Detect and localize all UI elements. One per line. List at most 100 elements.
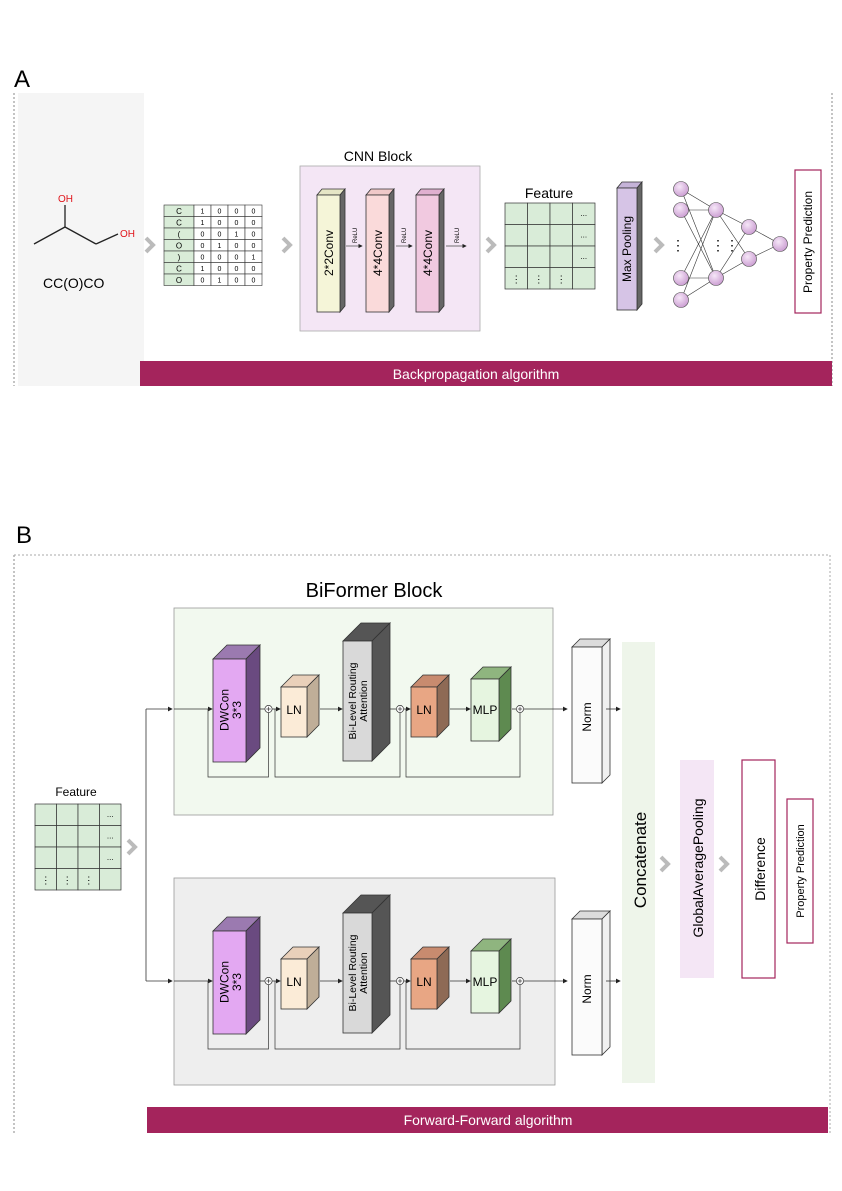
mlp-label: MLP <box>473 975 498 989</box>
molecule-panel <box>18 93 144 386</box>
feature-ellipsis: ... <box>107 810 114 819</box>
nn-edge <box>715 209 750 260</box>
onehot-bit: 0 <box>201 243 205 250</box>
neural-network <box>673 181 788 308</box>
feature-vellipsis: ⋮ <box>84 875 94 886</box>
add-icon <box>516 705 524 713</box>
conv-layer-2-label: 4*4Conv <box>371 230 385 276</box>
nn-node <box>708 270 724 286</box>
chevron-right-icon <box>126 838 138 856</box>
onehot-bit: 1 <box>252 255 256 262</box>
feature-cell <box>527 224 551 247</box>
onehot-bit: 1 <box>201 209 205 216</box>
feature-vellipsis: ⋮ <box>62 875 72 886</box>
onehot-bit: 0 <box>218 266 222 273</box>
nn-node <box>772 236 788 252</box>
onehot-bit: 1 <box>201 266 205 273</box>
attention-layer <box>342 622 391 762</box>
nn-node <box>708 202 724 218</box>
onehot-char: C <box>176 207 182 216</box>
feature-ellipsis: ... <box>580 252 587 261</box>
concatenate-label: Concatenate <box>631 812 650 908</box>
onehot-bit: 0 <box>218 220 222 227</box>
onehot-bit: 0 <box>252 232 256 239</box>
mlp-label: MLP <box>473 703 498 717</box>
onehot-bit: 1 <box>201 220 205 227</box>
panel-a-letter: A <box>14 66 30 93</box>
feature-cell <box>77 825 100 848</box>
nn-edge <box>680 209 717 301</box>
chevron-right-icon <box>653 236 665 254</box>
biformer-title: BiFormer Block <box>306 580 444 602</box>
dwconv-label: DWCon3*3 <box>218 961 245 1003</box>
nn-dots-1: ⋮ <box>671 237 685 253</box>
norm-layer <box>571 638 611 784</box>
svg-text:ReLU: ReLU <box>455 228 461 243</box>
nn-dots-2: ⋮ <box>711 237 725 253</box>
chevron-right-icon <box>718 855 730 873</box>
panel-b-letter: B <box>16 522 32 549</box>
nn-node <box>741 251 757 267</box>
onehot-bit: 0 <box>235 278 239 285</box>
relu-arrow-2: ReLU <box>396 228 413 249</box>
gap-block <box>680 760 714 978</box>
feature-cell <box>572 267 596 290</box>
norm-label: Norm <box>580 702 594 731</box>
onehot-bit: 1 <box>235 232 239 239</box>
ln-label-1: LN <box>286 703 301 717</box>
onehot-bit: 0 <box>201 278 205 285</box>
dwconv-label: DWCon3*3 <box>218 689 245 731</box>
feature-cell <box>34 825 57 848</box>
onehot-bit: 0 <box>201 255 205 262</box>
feature-ellipsis: ... <box>107 831 114 840</box>
oh-right-label: OH <box>120 229 135 240</box>
difference-label: Difference <box>752 837 768 901</box>
onehot-bit: 1 <box>218 243 222 250</box>
nn-node <box>741 219 757 235</box>
forward-forward-bar-label: Forward-Forward algorithm <box>404 1112 573 1128</box>
mlp-layer <box>470 938 512 1014</box>
svg-text:ReLU: ReLU <box>402 228 408 243</box>
dwconv-layer <box>212 916 261 1035</box>
conv-layer-1: 2*2Conv <box>316 187 346 314</box>
onehot-bit: 0 <box>235 255 239 262</box>
nn-edge <box>680 188 717 279</box>
difference-box <box>741 759 776 979</box>
max-pooling-layer: Max Pooling <box>616 180 643 312</box>
residual-connection <box>405 709 521 778</box>
norm-layer <box>571 910 611 1056</box>
feature-cell <box>527 245 551 268</box>
feature-cell <box>34 803 57 826</box>
add-icon <box>396 705 404 713</box>
ln-label-2: LN <box>416 703 431 717</box>
feature-grid-b: ......... ⋮ ⋮ ⋮ <box>34 803 122 891</box>
nn-edge <box>715 226 750 279</box>
feature-vellipsis: ⋮ <box>41 875 51 886</box>
onehot-bit: 0 <box>252 220 256 227</box>
backprop-bar-label: Backpropagation algorithm <box>393 366 560 382</box>
feature-cell <box>504 224 528 247</box>
onehot-bit-cell <box>244 273 263 286</box>
ln-label-1: LN <box>286 975 301 989</box>
feature-ellipsis: ... <box>580 230 587 239</box>
smiles-label: CC(O)CO <box>43 275 105 291</box>
feature-cell <box>504 245 528 268</box>
nn-edge <box>680 209 717 279</box>
feature-ellipsis: ... <box>107 853 114 862</box>
onehot-bit: 0 <box>235 243 239 250</box>
backprop-bar <box>140 361 832 386</box>
onehot-bit: 0 <box>252 209 256 216</box>
feature-cell <box>34 846 57 869</box>
mlp-layer <box>470 666 512 742</box>
residual-connection <box>405 981 521 1050</box>
concatenate-block <box>622 642 655 1083</box>
feature-cell <box>549 245 573 268</box>
chevron-right-icon <box>485 236 497 254</box>
feature-label-a: Feature <box>525 185 573 201</box>
max-pooling-label: Max Pooling <box>620 216 634 282</box>
onehot-bit: 0 <box>235 266 239 273</box>
property-prediction-label-b: Property Prediction <box>795 824 807 918</box>
feature-cell <box>56 803 79 826</box>
